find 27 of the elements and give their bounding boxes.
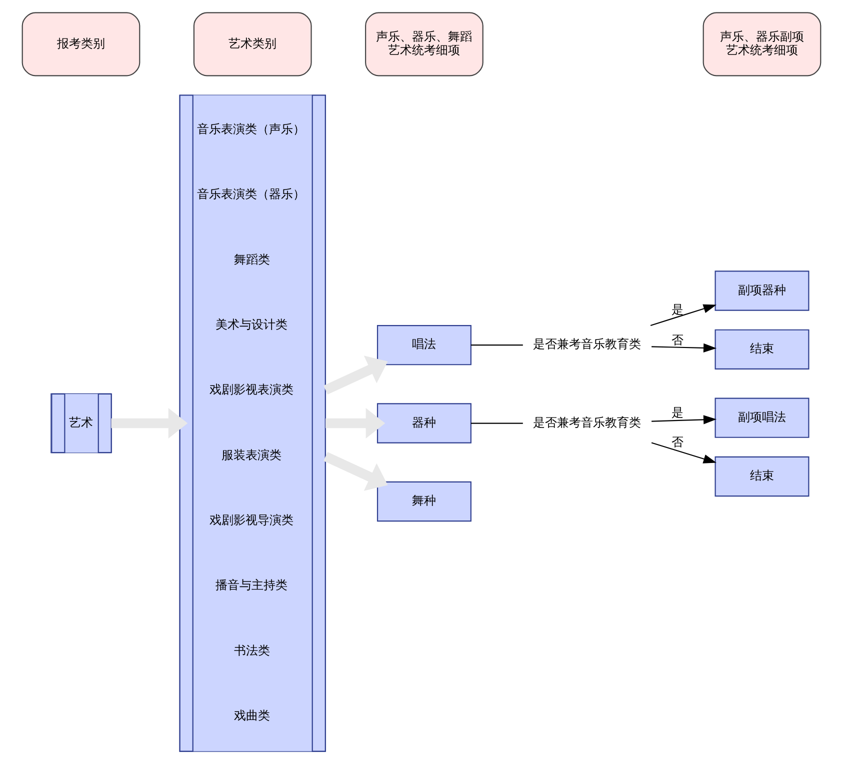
- arrow: [650, 304, 716, 326]
- node-text: 是否兼考音乐教育类: [533, 415, 642, 430]
- node-box: 器种: [376, 403, 472, 444]
- node-box: 唱法: [376, 324, 472, 366]
- node-box: 副项唱法: [714, 398, 810, 438]
- node-box: 报考类别: [22, 12, 140, 76]
- arrow: [651, 442, 716, 464]
- arrow: [324, 356, 388, 395]
- node-box: 结束: [714, 456, 810, 497]
- node-box: 声乐、器乐副项艺术统考细项: [702, 12, 822, 76]
- connector: [470, 422, 523, 424]
- node-box: 艺术类别: [193, 12, 312, 76]
- node-box: 结束: [714, 329, 810, 370]
- edge-label: 是: [671, 406, 684, 420]
- node-text: 是否兼考音乐教育类: [533, 337, 642, 352]
- arrow: [324, 452, 388, 491]
- node-box: 副项器种: [714, 270, 810, 311]
- arrow: [326, 408, 386, 438]
- edge-label: 否: [671, 434, 684, 449]
- arrow: [652, 343, 717, 353]
- node-box: 舞种: [376, 481, 472, 522]
- connector: [470, 344, 523, 346]
- arrow: [111, 408, 188, 438]
- arrow: [652, 415, 717, 424]
- edge-label: 是: [671, 302, 684, 316]
- node-box: 声乐、器乐、舞蹈艺术统考细项: [365, 12, 484, 76]
- edge-label: 否: [671, 332, 684, 347]
